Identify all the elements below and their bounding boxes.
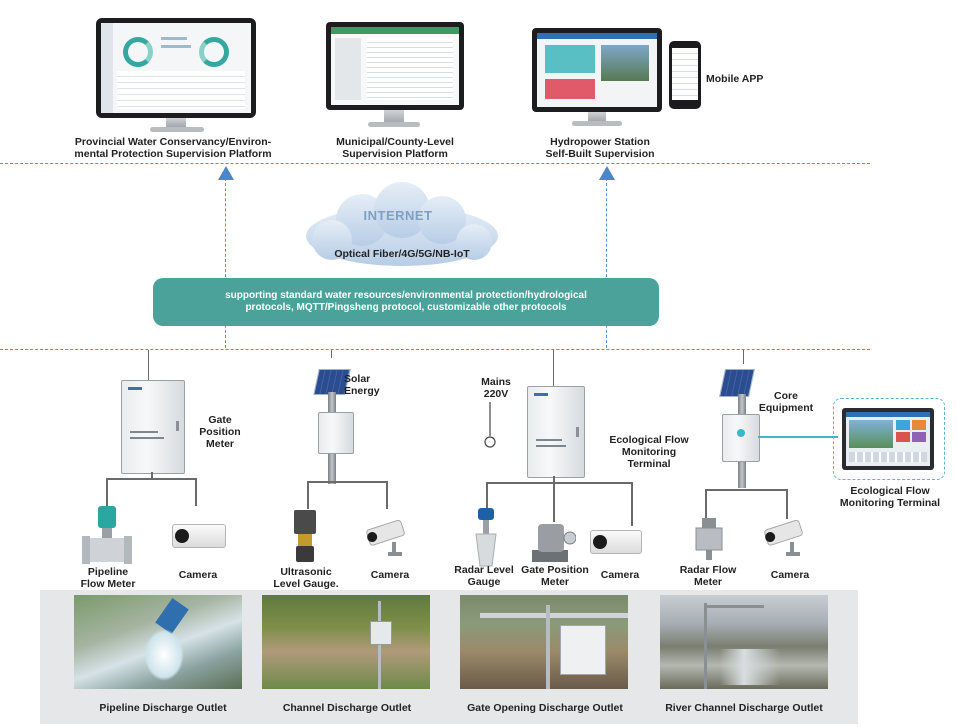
gate-position-meter-device-icon <box>532 524 576 562</box>
protocol-bar <box>153 278 659 326</box>
hydropower-monitor <box>532 28 662 112</box>
gate-position-meter-label: Gate Position Meter <box>199 414 241 450</box>
municipal-screen <box>331 27 459 105</box>
municipal-monitor <box>326 22 464 110</box>
river-outlet-label: River Channel Discharge Outlet <box>665 702 823 714</box>
ultrasonic-level-gauge-label: Ultrasonic Level Gauge. <box>273 566 339 590</box>
internet-cloud-icon <box>306 182 498 266</box>
channel-outlet-label: Channel Discharge Outlet <box>282 702 412 714</box>
gate-position-meter-device-label: Gate Position Meter <box>521 564 589 588</box>
channel-station-cabinet <box>318 412 354 454</box>
bottom-dashed-line <box>0 349 870 350</box>
top-dashed-line <box>0 163 870 164</box>
channel-outlet-photo <box>262 595 430 689</box>
ultrasonic-level-gauge-icon <box>294 510 316 562</box>
pipeline-outlet-label: Pipeline Discharge Outlet <box>99 702 227 714</box>
eco-flow-terminal-mid-label: Ecological Flow Monitoring Terminal <box>609 434 689 470</box>
pipeline-flow-meter-label: Pipeline Flow Meter <box>80 566 136 590</box>
mobile-app-label: Mobile APP <box>706 73 764 85</box>
core-equipment-label: Core Equipment <box>758 390 814 414</box>
mains-label: Mains 220V <box>481 376 511 400</box>
pipeline-flow-meter-icon <box>82 506 132 564</box>
provincial-platform-label: Provincial Water Conservancy/Environ- me… <box>74 136 272 160</box>
radar-level-gauge-icon <box>475 508 497 567</box>
gate-outlet-photo <box>460 595 628 689</box>
hydropower-platform-label: Hydropower Station Self-Built Supervisio… <box>545 136 655 160</box>
eco-flow-terminal-right-label: Ecological Flow Monitoring Terminal <box>839 485 941 509</box>
radar-flow-meter-icon <box>695 518 723 560</box>
camera-3-icon <box>590 530 642 554</box>
left-up-arrow-icon <box>218 166 234 180</box>
right-uplink-line <box>606 178 607 348</box>
radar-flow-meter-label: Radar Flow Meter <box>679 564 737 588</box>
solar-energy-label: Solar Energy <box>344 373 380 397</box>
pipeline-outlet-photo <box>74 595 242 689</box>
provincial-monitor <box>96 18 256 118</box>
protocol-text: supporting standard water resources/envi… <box>225 290 587 313</box>
gate-station-cabinet <box>121 380 185 474</box>
mobile-phone <box>669 41 701 109</box>
hydropower-screen <box>537 33 657 107</box>
camera-2-label: Camera <box>370 569 410 581</box>
camera-4-icon <box>764 519 803 556</box>
internet-title: INTERNET <box>363 208 433 223</box>
gate-outlet-label: Gate Opening Discharge Outlet <box>467 702 623 714</box>
left-uplink-line <box>225 178 226 348</box>
solar-panel-2 <box>719 369 755 397</box>
radar-level-gauge-label: Radar Level Gauge <box>454 564 514 588</box>
network-types: Optical Fiber/4G/5G/NB-IoT <box>334 248 470 260</box>
camera-2-icon <box>366 519 405 556</box>
provincial-screen <box>101 23 251 113</box>
camera-4-label: Camera <box>770 569 810 581</box>
camera-1-label: Camera <box>178 569 218 581</box>
core-equipment-cabinet <box>722 414 760 462</box>
mains-power-icon <box>484 402 496 448</box>
municipal-platform-label: Municipal/County-Level Supervision Platf… <box>336 136 454 160</box>
camera-1-icon <box>172 524 226 548</box>
gate-opening-station-cabinet <box>527 386 585 478</box>
right-up-arrow-icon <box>599 166 615 180</box>
river-outlet-photo <box>660 595 828 689</box>
eco-flow-terminal-frame <box>833 398 945 480</box>
eco-flow-terminal-device <box>842 408 934 470</box>
camera-3-label: Camera <box>600 569 640 581</box>
